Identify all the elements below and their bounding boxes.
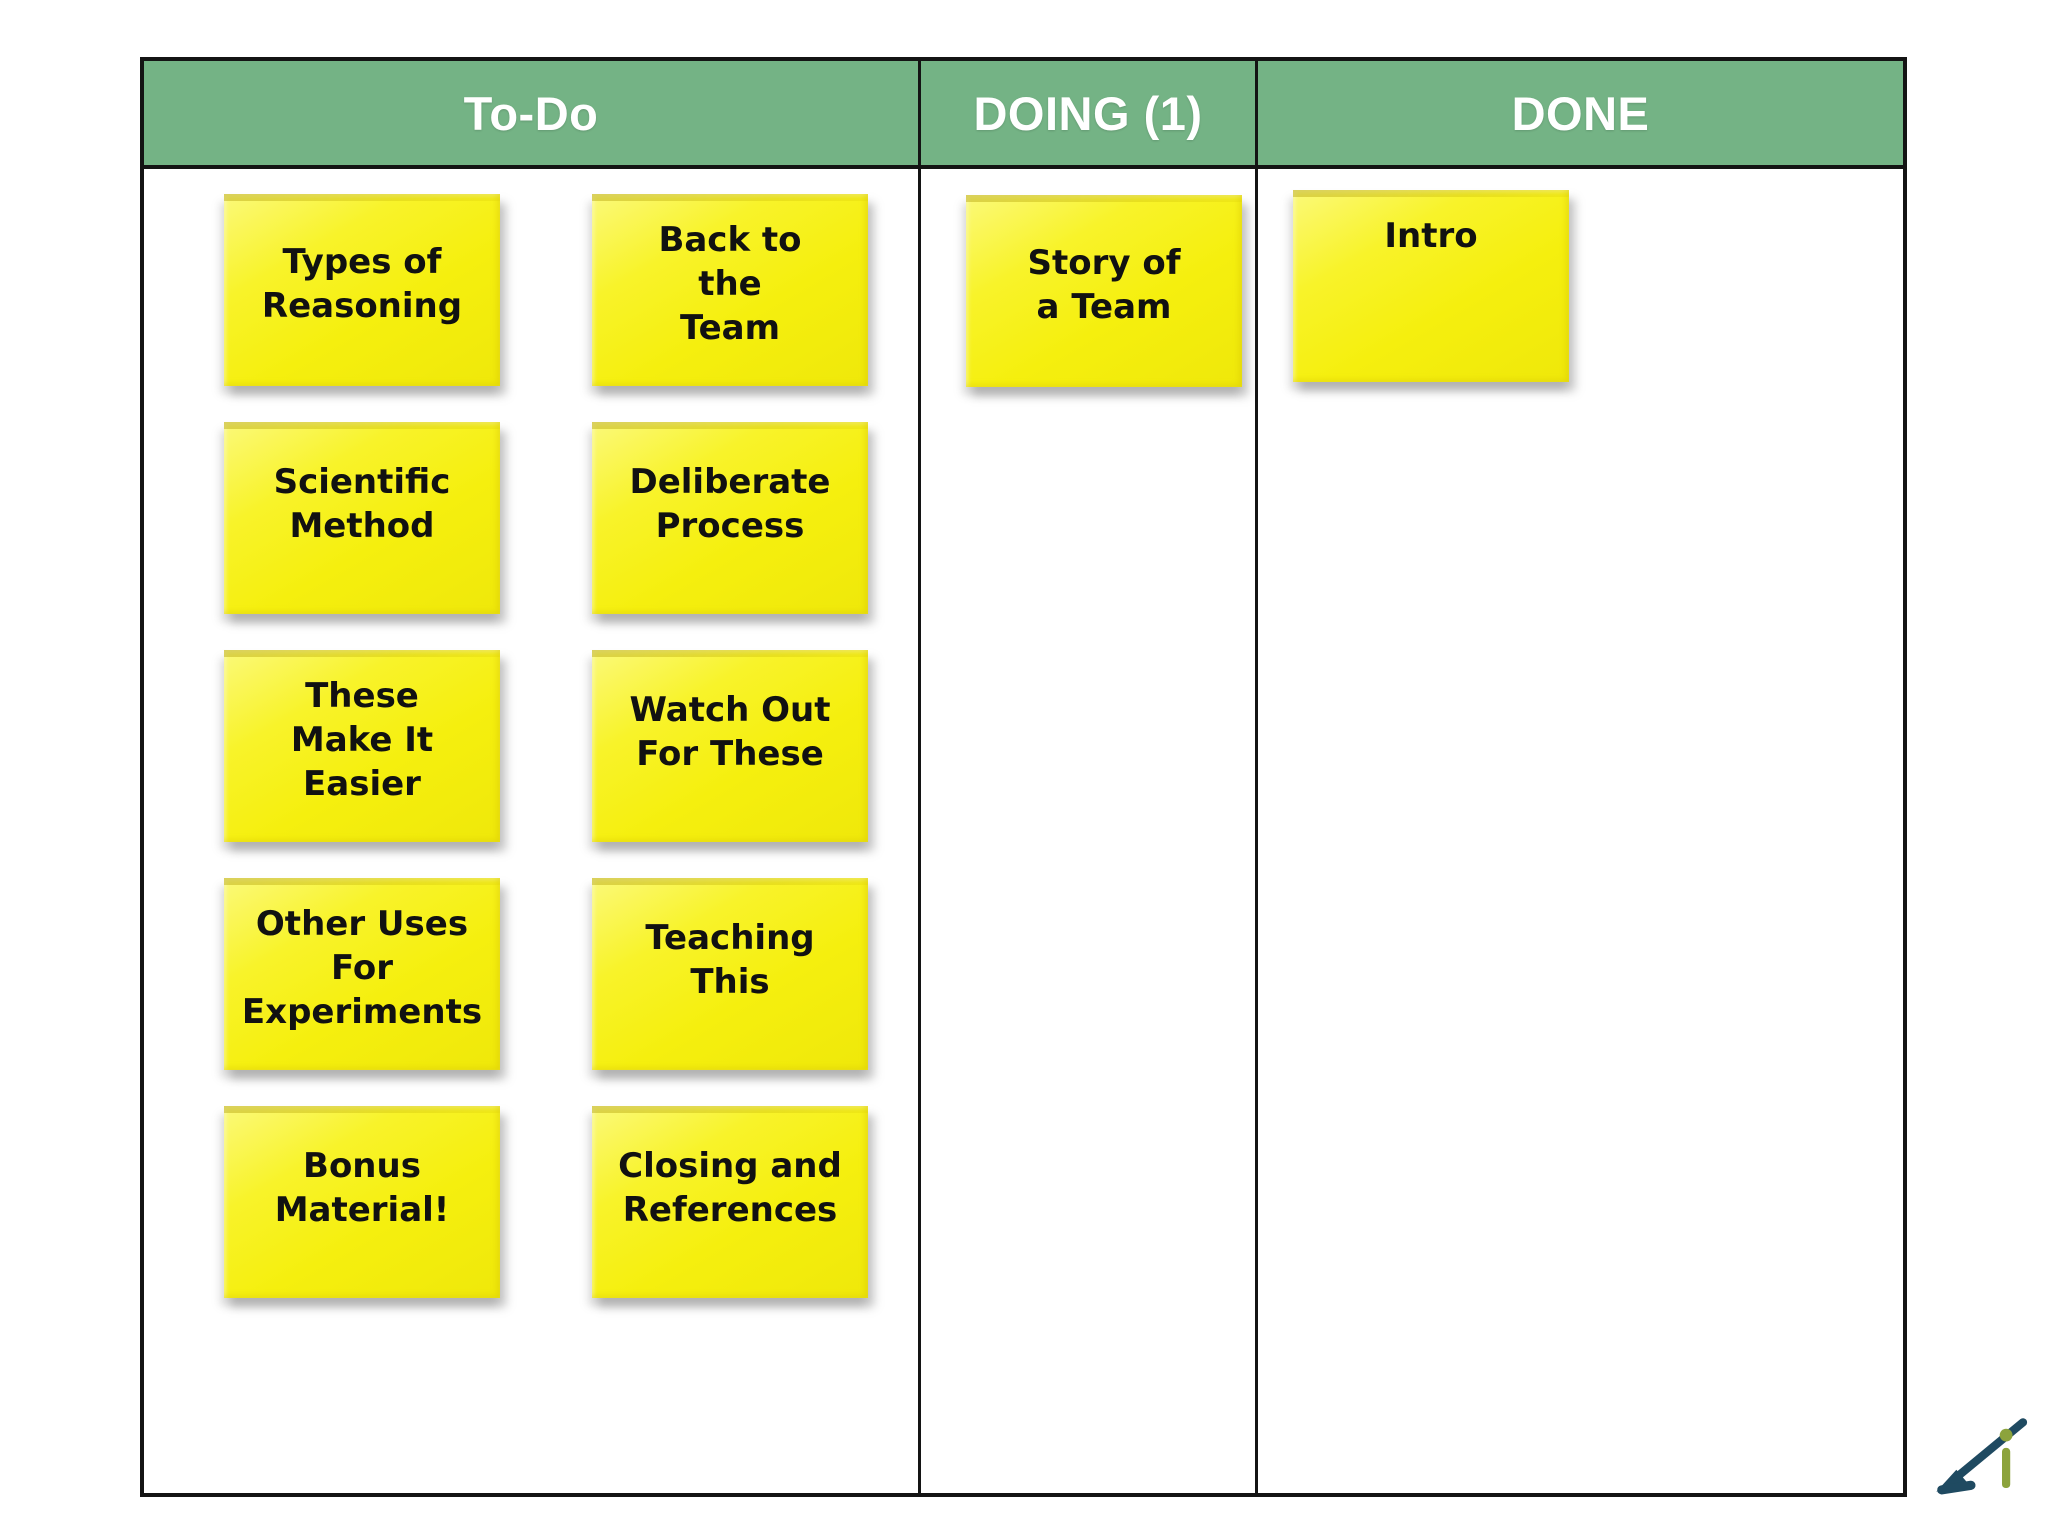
logo-angle-stroke: [1950, 1418, 2028, 1484]
column-header-done-label: DONE: [1511, 86, 1650, 140]
sticky-note-label: Story of a Team: [1027, 242, 1181, 327]
sticky-note-label: Types of Reasoning: [261, 241, 463, 326]
logo-i-stem: [2002, 1447, 2011, 1489]
sticky-note-label: Other Uses For Experiments: [241, 903, 483, 1033]
sticky-note-label: Back to the Team: [658, 219, 802, 349]
column-body-doing: Story of a Team: [921, 169, 1258, 1493]
column-header-doing: DOING (1): [921, 61, 1258, 165]
sticky-note-label: These Make It Easier: [290, 675, 434, 805]
sticky-note-label: Scientific Method: [273, 462, 451, 547]
sticky-note-label: Intro: [1384, 216, 1478, 256]
sticky-note[interactable]: Story of a Team: [966, 195, 1242, 387]
sticky-note[interactable]: Types of Reasoning: [224, 194, 500, 386]
note-stack: Intro: [1293, 190, 1903, 382]
sticky-note[interactable]: Closing and References: [592, 1106, 868, 1298]
sticky-note[interactable]: Scientific Method: [224, 422, 500, 614]
sticky-note[interactable]: Teaching This: [592, 878, 868, 1070]
sticky-note[interactable]: Bonus Material!: [224, 1106, 500, 1298]
sticky-note-label: Closing and References: [618, 1146, 842, 1231]
sticky-note[interactable]: These Make It Easier: [224, 650, 500, 842]
logo-i-dot: [1999, 1428, 2013, 1442]
column-header-todo-label: To-Do: [463, 86, 599, 140]
sticky-note[interactable]: Watch Out For These: [592, 650, 868, 842]
note-stack: Story of a Team: [966, 195, 1255, 387]
column-header-doing-label: DOING (1): [973, 86, 1203, 140]
angle-i-logo: [1936, 1418, 2028, 1495]
board-header-row: To-Do DOING (1) DONE: [144, 61, 1903, 169]
column-body-done: Intro: [1258, 169, 1903, 1493]
sticky-note-label: Deliberate Process: [629, 462, 831, 547]
sticky-note-label: Bonus Material!: [274, 1146, 450, 1231]
sticky-note-label: Watch Out For These: [629, 690, 831, 775]
logo-foot-stroke: [1937, 1480, 1976, 1495]
sticky-note[interactable]: Other Uses For Experiments: [224, 878, 500, 1070]
sticky-note-label: Teaching This: [645, 918, 815, 1003]
sticky-note[interactable]: Intro: [1293, 190, 1569, 382]
sticky-note[interactable]: Deliberate Process: [592, 422, 868, 614]
sticky-note[interactable]: Back to the Team: [592, 194, 868, 386]
column-header-done: DONE: [1258, 61, 1903, 165]
column-header-todo: To-Do: [144, 61, 921, 165]
